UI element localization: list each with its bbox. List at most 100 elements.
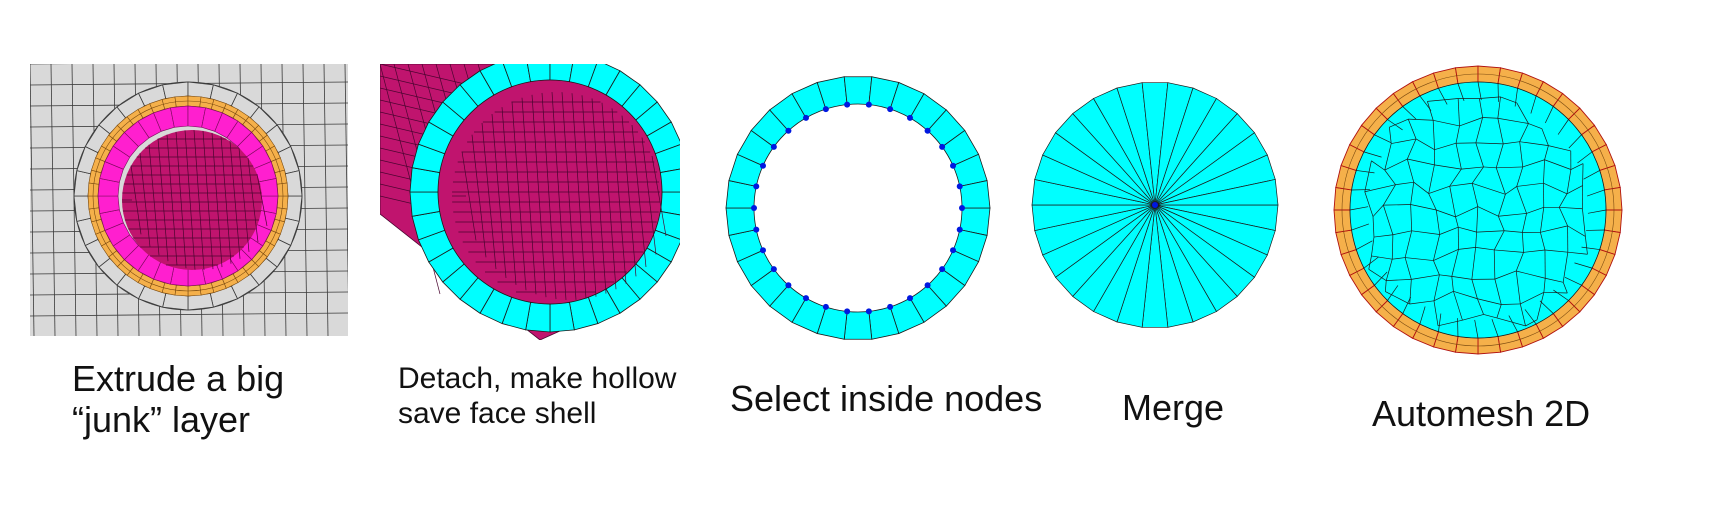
auto-mesh-boundary-edge	[1587, 209, 1607, 214]
auto-mesh-edge	[1497, 118, 1504, 144]
hollow-cylinder-illustration	[380, 64, 680, 340]
auto-mesh-edge	[1526, 206, 1544, 214]
hole-wall-mesh-line	[256, 173, 268, 227]
auto-mesh-edge	[1458, 247, 1476, 250]
inside-node	[887, 106, 894, 113]
auto-mesh-edge	[1545, 277, 1564, 283]
hole-wall-mesh-line	[157, 138, 169, 262]
orange-boundary-layers-segment	[1603, 186, 1623, 211]
auto-mesh-edge	[1432, 120, 1435, 150]
inside-node	[822, 303, 829, 310]
step2-caption: Detach, make hollow save face shell	[398, 362, 676, 431]
auto-mesh-edge	[1415, 138, 1435, 150]
auto-mesh-edge	[1520, 291, 1545, 305]
inside-node	[950, 162, 957, 169]
auto-mesh-edge	[1411, 230, 1440, 235]
auto-mesh-edge	[1519, 141, 1549, 146]
auto-mesh-edge	[1404, 257, 1412, 280]
auto-mesh-edge	[1406, 158, 1415, 183]
auto-mesh-boundary-edge	[1577, 151, 1593, 164]
orange-boundary-layers-segment	[1454, 65, 1479, 85]
auto-mesh-edge	[1516, 270, 1546, 279]
hole-wall-mesh-line	[184, 130, 196, 270]
interior-wall-mesh-line	[591, 98, 607, 294]
auto-mesh-edge	[1395, 181, 1414, 186]
auto-mesh-edge	[1410, 204, 1413, 231]
auto-mesh-edge	[1495, 167, 1506, 195]
interior-wall-mesh	[452, 92, 667, 300]
cyan-ring	[725, 76, 991, 340]
auto-mesh-edge	[1407, 119, 1417, 140]
auto-mesh-edge	[1391, 138, 1417, 144]
auto-mesh-edge	[1364, 184, 1396, 193]
auto-mesh-edge	[1475, 247, 1495, 251]
auto-mesh-edge	[1503, 141, 1520, 145]
auto-mesh-edge	[1523, 249, 1546, 253]
step3-caption-line1: Select inside nodes	[730, 378, 1043, 419]
auto-mesh-edge	[1516, 186, 1527, 214]
hole-wall-mesh-line	[247, 157, 259, 243]
auto-mesh-edge	[1471, 183, 1479, 207]
auto-mesh-edge	[1389, 127, 1392, 144]
auto-mesh-edge	[1540, 207, 1545, 233]
auto-mesh-boundary-edge	[1438, 88, 1448, 105]
auto-mesh-edge	[1408, 118, 1434, 121]
auto-mesh-edge	[1433, 290, 1454, 302]
auto-mesh-edge	[1500, 96, 1517, 104]
auto-mesh-edge	[1372, 204, 1384, 217]
empty-center	[753, 103, 963, 313]
auto-mesh-edge	[1495, 143, 1504, 168]
orange-layer-divider	[92, 100, 284, 292]
interior-wall-mesh-line	[651, 155, 667, 237]
auto-mesh-boundary-edge	[1586, 189, 1605, 197]
auto-mesh-edge	[1562, 252, 1569, 283]
inside-node	[956, 183, 963, 190]
inside-node	[959, 205, 965, 211]
auto-mesh-edge	[1541, 128, 1549, 146]
plate-grid-line	[344, 64, 348, 296]
auto-mesh-boundary-edge	[1564, 276, 1582, 286]
auto-mesh-edge	[1439, 274, 1452, 277]
plate-grid-line	[30, 64, 35, 336]
auto-mesh-edge	[1373, 234, 1393, 238]
inside-node	[907, 295, 913, 302]
step4-caption: Merge	[1122, 387, 1224, 428]
auto-mesh-edge	[1475, 117, 1483, 143]
auto-mesh-boundary-edge	[1457, 83, 1465, 102]
auto-mesh-edge	[1519, 303, 1526, 327]
inside-node	[939, 143, 946, 150]
inside-node	[770, 266, 777, 273]
auto-mesh-edge	[1455, 143, 1462, 170]
auto-mesh-edge	[1451, 276, 1454, 292]
auto-mesh-edge	[1461, 166, 1484, 170]
interior-wall-mesh-line	[511, 101, 527, 291]
auto-mesh-edge	[1496, 304, 1502, 319]
auto-mesh-edge	[1439, 226, 1459, 235]
auto-mesh-edge	[1451, 276, 1472, 280]
auto-mesh-edge	[1449, 168, 1462, 187]
auto-mesh-edge	[1385, 259, 1393, 281]
auto-mesh-edge	[1543, 159, 1545, 184]
auto-mesh-edge	[1462, 314, 1484, 321]
step5-mesh-figure	[1332, 64, 1624, 356]
auto-mesh-edge	[1391, 234, 1394, 260]
auto-mesh-boundary-edge	[1583, 170, 1600, 180]
plate-grid-line	[302, 64, 308, 336]
auto-mesh-edge	[1522, 213, 1527, 233]
auto-mesh-boundary-edge	[1514, 88, 1518, 107]
auto-mesh-edge	[1519, 123, 1529, 142]
auto-mesh-edge	[1475, 142, 1504, 145]
auto-mesh-edge	[1515, 252, 1524, 272]
orange-boundary-layers-segment	[1333, 186, 1353, 211]
inside-node	[753, 226, 760, 233]
auto-mesh-edge	[1437, 319, 1463, 327]
auto-mesh-edge	[1496, 317, 1526, 327]
auto-mesh-edge	[1483, 166, 1497, 169]
interior-wall-mesh-line	[471, 134, 487, 258]
plate-grid-line	[50, 64, 56, 336]
auto-mesh-edge	[1384, 158, 1408, 171]
interior-wall-mesh-line	[571, 93, 587, 299]
auto-mesh-edge	[1522, 159, 1545, 168]
auto-mesh-edge	[1389, 118, 1409, 128]
auto-mesh-edge	[1504, 230, 1523, 233]
